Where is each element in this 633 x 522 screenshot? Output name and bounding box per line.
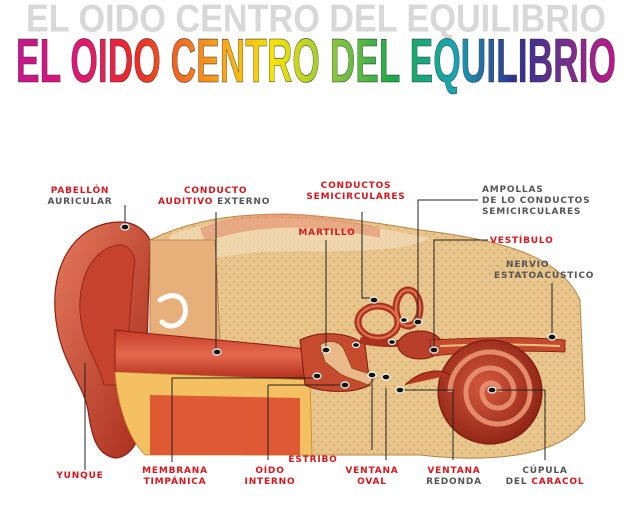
label-cupula-line2a: DEL [505,477,532,487]
label-ventana-redonda-line1: VENTANA [427,466,481,476]
pinna-cartilage [149,239,221,346]
label-conductos-semicirculares: CONDUCTOS SEMICIRCULARES [306,181,405,203]
label-ventana-oval: VENTANA OVAL [345,466,398,488]
label-yunque: YUNQUE [56,471,103,482]
label-ventana-redonda-line2: REDONDA [426,477,482,487]
label-nervio-line2: ESTATOACÚSTICO [494,271,595,281]
lower-muscle [150,395,300,455]
label-oido-line2: INTERNO [244,477,296,487]
title-text: EL OIDO CENTRO DEL EQUILIBRIO [16,27,616,96]
label-conductos-line2: SEMICIRCULARES [306,192,406,202]
label-yunque-line1: YUNQUE [56,471,104,481]
label-membrana-line2: TIMPÁNICA [143,477,207,487]
label-conducto-line2a: AUDITIVO [158,197,214,207]
label-vestibulo-line1: VESTÍBULO [490,236,554,246]
label-conducto-auditivo: CONDUCTO AUDITIVO EXTERNO [158,186,270,208]
cartilage-white [157,293,188,329]
label-estribo-line1: ESTRIBO [288,455,338,465]
label-conductos-line1: CONDUCTOS [320,181,392,191]
label-pabellon-auricular: PABELLÓN AURICULAR [47,186,112,208]
label-membrana-timpanica: MEMBRANA TIMPÁNICA [142,466,208,488]
label-ventana-oval-line2: OVAL [357,477,387,487]
label-ampollas: AMPOLLAS DE LO CONDUCTOS SEMICIRCULARES [482,185,590,218]
label-nervio: NERVIO ESTATOACÚSTICO [494,260,594,282]
label-nervio-line1: NERVIO [506,260,550,270]
label-ampollas-line1: AMPOLLAS [482,185,544,195]
ossicles [319,341,376,386]
label-ampollas-line3: SEMICIRCULARES [482,207,582,217]
skin-layer [200,213,380,242]
label-ampollas-line2: DE LO CONDUCTOS [482,196,591,206]
label-conducto-line2b: EXTERNO [213,197,271,207]
label-estribo: ESTRIBO [288,455,337,466]
page-title: EL OIDO CENTRO DEL EQUILIBRIO EL OIDO CE… [0,0,633,100]
title-shadow: EL OIDO CENTRO DEL EQUILIBRIO [26,0,606,40]
label-vestibulo: VESTÍBULO [490,236,554,247]
label-ventana-redonda: VENTANA REDONDA [426,466,482,488]
label-conducto-line1: CONDUCTO [184,186,248,196]
label-cupula-caracol: CÚPULA DEL CARACOL [506,466,585,488]
label-cupula-line2b: CARACOL [531,477,585,487]
leader-lines [84,199,553,470]
marker-dots [120,223,557,394]
label-membrana-line1: MEMBRANA [142,466,208,476]
label-martillo: MARTILLO [298,228,355,239]
label-ventana-oval-line1: VENTANA [345,466,399,476]
label-cupula-line1: CÚPULA [522,466,568,476]
label-pabellon-line1: PABELLÓN [50,186,110,196]
label-martillo-line1: MARTILLO [298,228,356,238]
label-oido-interno: OÍDO INTERNO [245,466,296,488]
label-pabellon-line2: AURICULAR [47,197,113,207]
label-oido-line1: OÍDO [255,466,285,476]
